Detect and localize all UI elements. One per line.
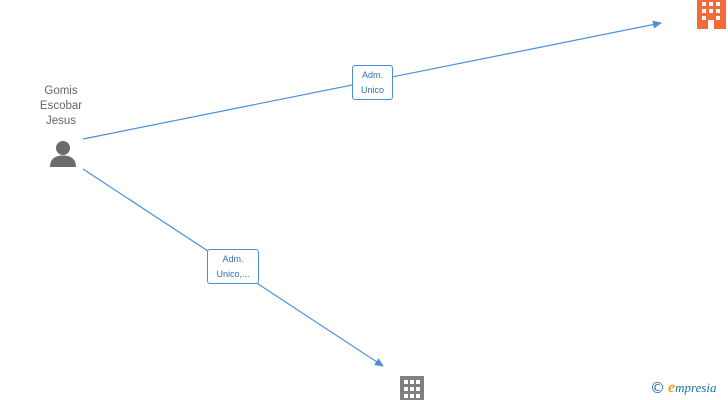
edge-label-line: Adm.	[361, 70, 383, 80]
building-icon[interactable]	[400, 376, 424, 400]
edge-label-line: Unico	[360, 85, 384, 95]
person-name[interactable]: Gomis Escobar Jesus	[31, 84, 91, 129]
person-icon[interactable]	[50, 141, 76, 167]
person-name-line: Escobar	[39, 100, 83, 112]
edge-label-line: Adm.	[222, 254, 244, 264]
edge-label-line: Unico,...	[216, 269, 250, 279]
empresia-watermark[interactable]: © empresia	[650, 378, 717, 398]
brand-logo: empresia	[668, 379, 717, 397]
edge-label-adm-unico-more[interactable]: Adm. Unico,...	[207, 249, 259, 284]
brand-logo-initial: e	[668, 379, 676, 396]
edge-label-adm-unico[interactable]: Adm. Unico	[352, 65, 393, 100]
copyright-icon: ©	[650, 379, 665, 397]
person-name-line: Gomis	[44, 85, 78, 97]
person-name-line: Jesus	[45, 115, 77, 127]
building-icon[interactable]	[697, 0, 726, 29]
brand-logo-text: mpresia	[675, 380, 717, 395]
